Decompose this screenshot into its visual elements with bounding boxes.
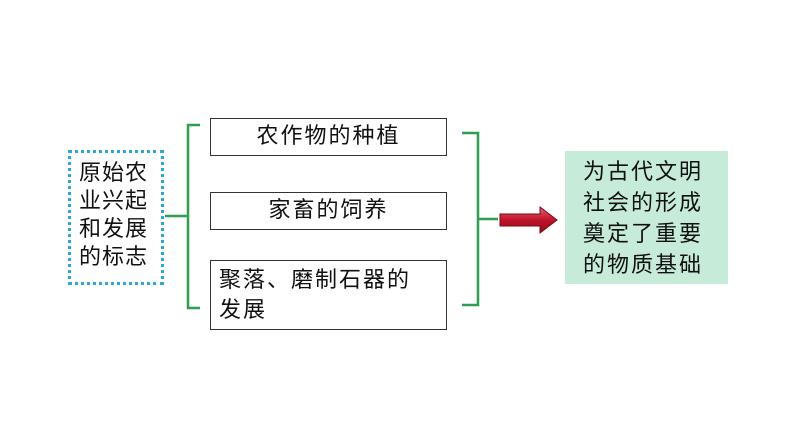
main-line-3: 和发展 [79,217,149,242]
main-line-4: 的标志 [79,245,149,270]
item-settlements-tools: 聚落、磨制石器的 发展 [210,260,447,330]
item-1-label: 农作物的种植 [256,124,401,149]
item-2-label: 家畜的饲养 [268,198,389,223]
main-topic-box: 原始农 业兴起 和发展 的标志 [68,150,164,285]
main-line-2: 业兴起 [79,189,149,214]
result-line-1: 为古代文明 [583,160,704,185]
result-box: 为古代文明 社会的形成 奠定了重要 的物质基础 [565,151,728,284]
right-brace [462,131,498,307]
item-livestock-raising: 家畜的饲养 [210,192,447,230]
result-line-3: 奠定了重要 [583,222,704,247]
item-3-line-1: 聚落、磨制石器的 [219,268,412,293]
item-crop-planting: 农作物的种植 [210,118,447,156]
result-line-4: 的物质基础 [583,253,704,278]
arrow-shape [499,205,558,235]
main-line-1: 原始农 [79,161,149,186]
left-brace [165,123,200,310]
result-line-2: 社会的形成 [583,191,704,216]
item-3-line-2: 发展 [219,298,268,323]
